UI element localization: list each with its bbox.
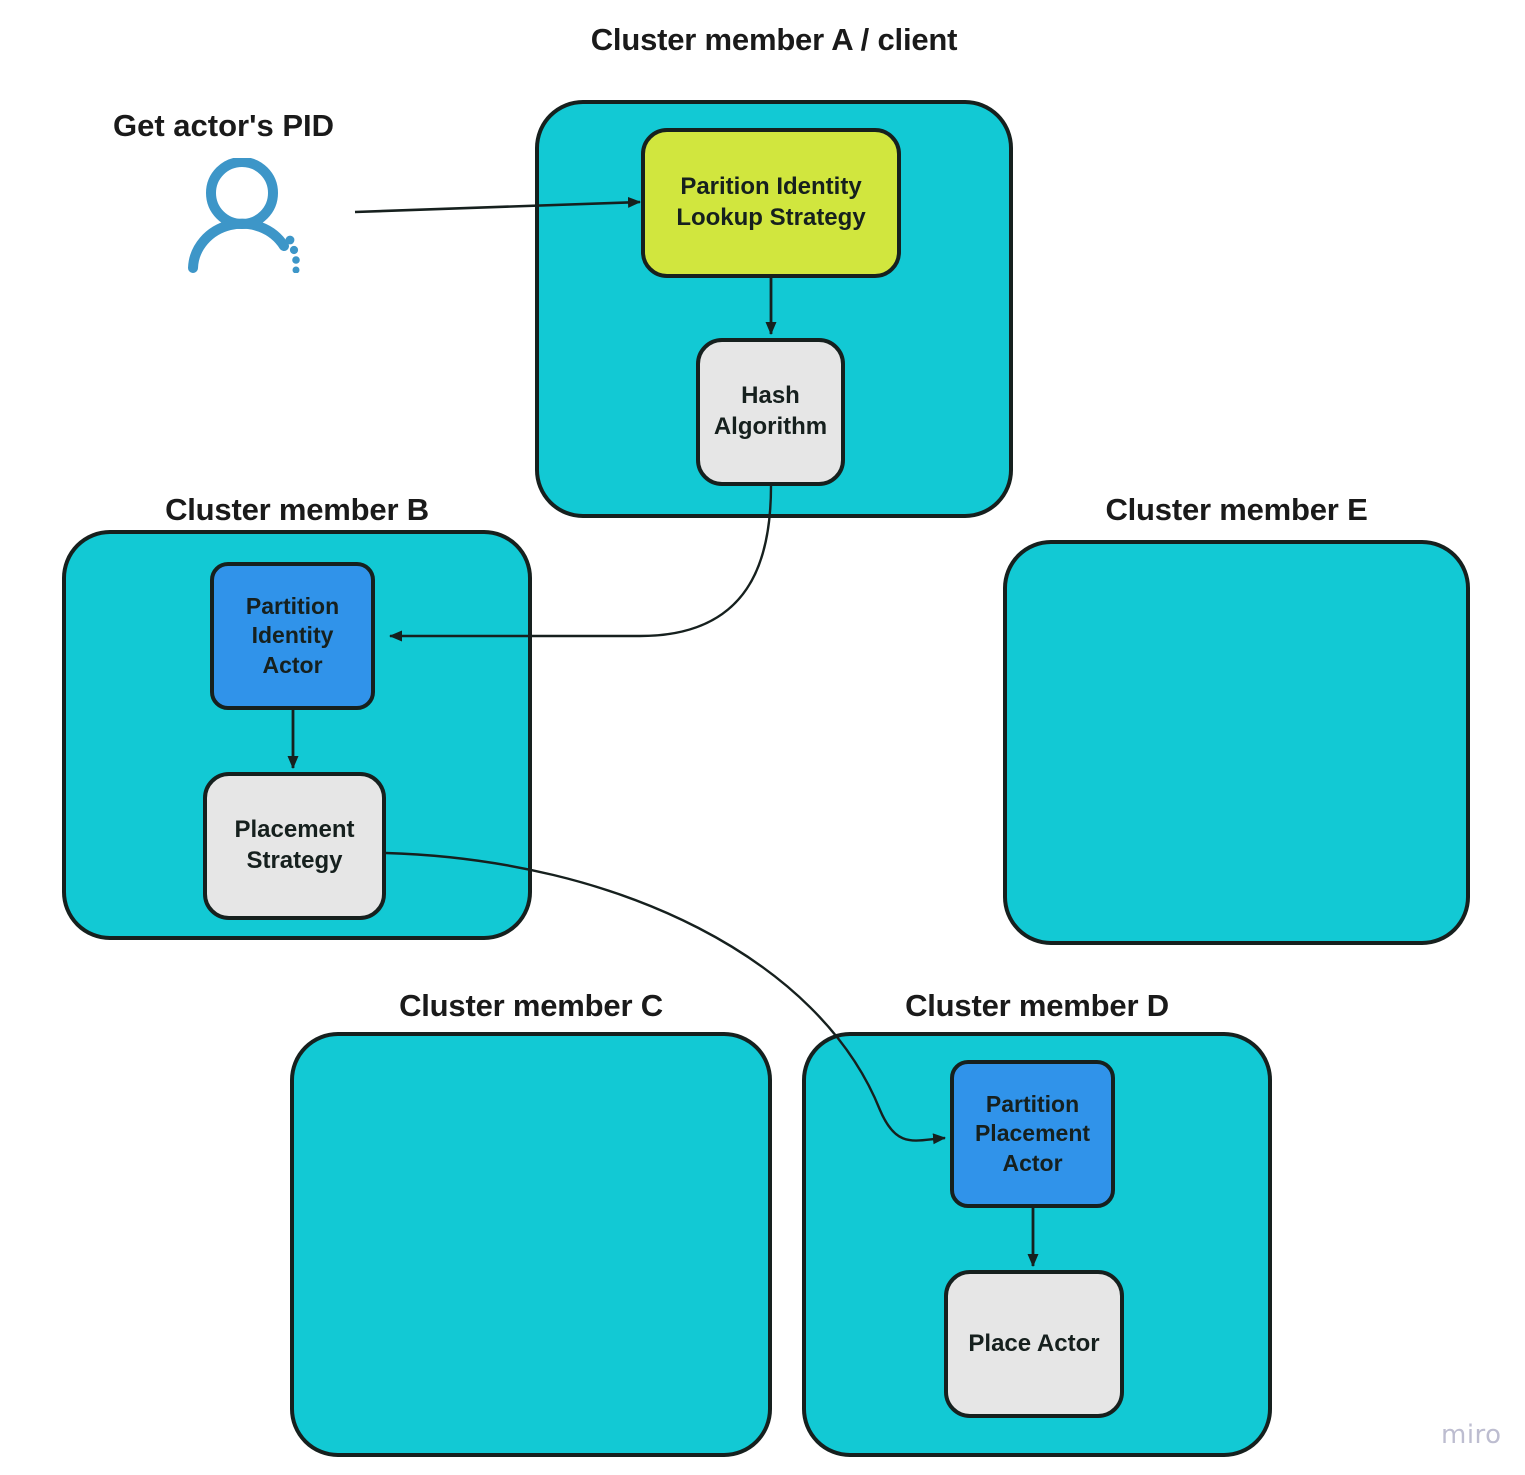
node-placement-strategy[interactable]: Placement Strategy [203,772,386,920]
miro-watermark: miro [1441,1420,1502,1450]
node-partition-identity-lookup-strategy[interactable]: Parition Identity Lookup Strategy [641,128,901,278]
cluster-box-e[interactable] [1003,540,1470,945]
user-icon [180,157,310,274]
cluster-title-e: Cluster member E [1105,492,1368,527]
cluster-title-d: Cluster member D [905,988,1169,1023]
get-actor-pid-label: Get actor's PID [113,108,334,143]
node-partition-placement-actor[interactable]: Partition Placement Actor [950,1060,1115,1208]
node-place-actor[interactable]: Place Actor [944,1270,1124,1418]
node-partition-identity-actor[interactable]: Partition Identity Actor [210,562,375,710]
cluster-title-a: Cluster member A / client [590,22,958,57]
cluster-box-c[interactable] [290,1032,772,1457]
cluster-title-b: Cluster member B [165,492,429,527]
node-hash-algorithm[interactable]: Hash Algorithm [696,338,845,486]
cluster-title-c: Cluster member C [399,988,663,1023]
